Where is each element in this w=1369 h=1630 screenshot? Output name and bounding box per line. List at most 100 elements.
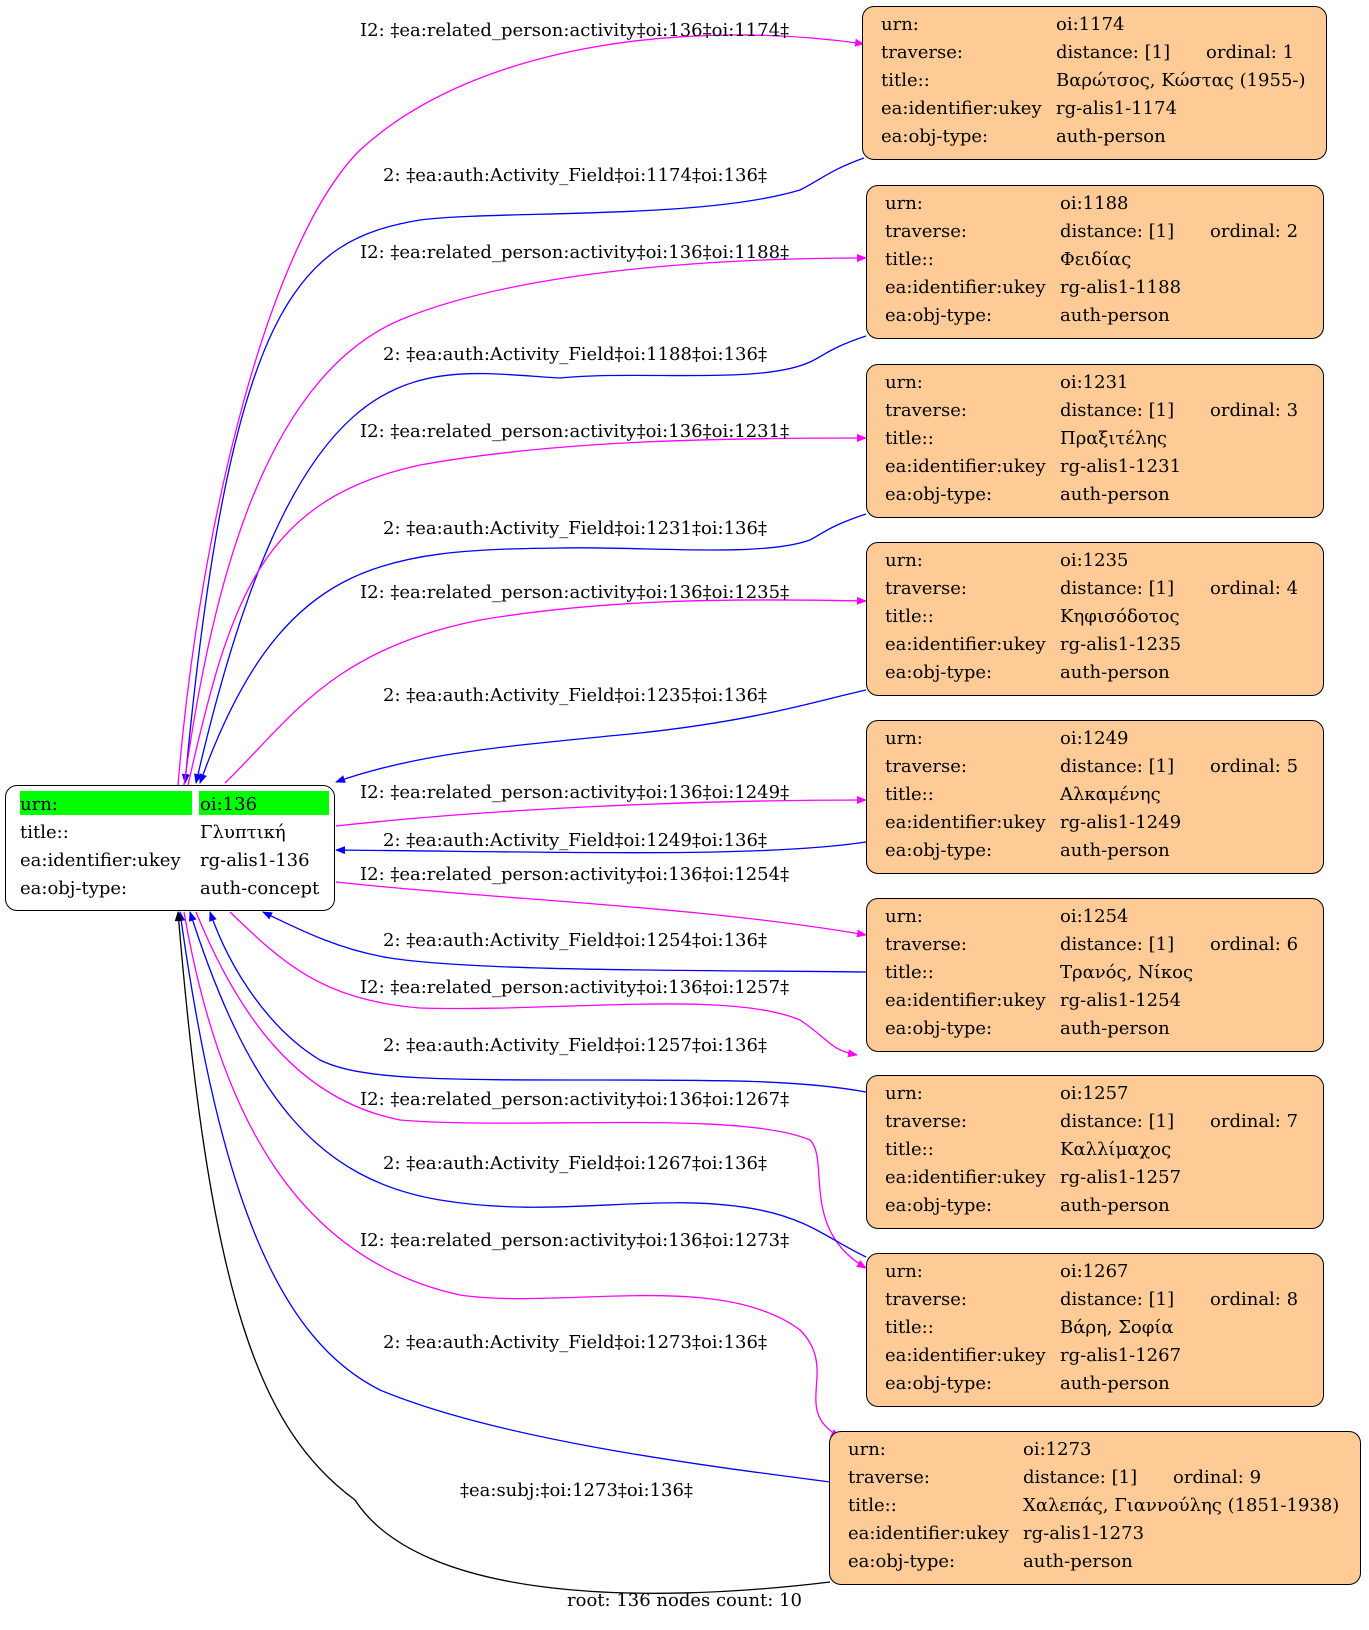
node-type-value: auth-person — [1060, 305, 1170, 326]
node-oi-1254[interactable]: urn:oi:1254 traverse:distance: [1]ordina… — [866, 898, 1324, 1052]
node-title-label: title:: — [881, 70, 930, 91]
root-node[interactable]: urn: oi:136 title:: Γλυπτική ea:identifi… — [5, 785, 335, 911]
node-title-value: Βάρη, Σοφία — [1060, 1317, 1174, 1338]
node-ukey-value: rg-alis1-1273 — [1023, 1523, 1145, 1544]
node-urn-label: urn: — [885, 1083, 923, 1104]
node-title-value: Τρανός, Νίκος — [1060, 962, 1194, 983]
node-type-label: ea:obj-type: — [885, 484, 993, 505]
node-distance: distance: [1] — [1023, 1467, 1138, 1488]
edge-out-1254 — [335, 881, 867, 938]
node-type-value: auth-person — [1060, 1195, 1170, 1216]
node-ukey-label: ea:identifier:ukey — [885, 990, 1046, 1011]
node-urn-value: oi:1273 — [1023, 1439, 1092, 1460]
node-distance: distance: [1] — [1060, 400, 1175, 421]
edge-back-1249 — [335, 841, 867, 855]
node-title-value: Χαλεπάς, Γιαννούλης (1851-1938) — [1023, 1495, 1340, 1516]
node-oi-1231[interactable]: urn:oi:1231 traverse:distance: [1]ordina… — [866, 364, 1324, 518]
node-distance: distance: [1] — [1060, 756, 1175, 777]
node-traverse-label: traverse: — [885, 221, 967, 242]
edge-subj-1273 — [174, 911, 831, 1594]
node-urn-label: urn: — [885, 728, 923, 749]
node-title-value: Πραξιτέλης — [1060, 428, 1167, 449]
node-type-value: auth-person — [1060, 484, 1170, 505]
graph-footer: root: 136 nodes count: 10 — [567, 1590, 802, 1611]
node-type-label: ea:obj-type: — [848, 1551, 956, 1572]
node-urn-value: oi:1254 — [1060, 906, 1129, 927]
node-type-value: auth-person — [1060, 840, 1170, 861]
node-oi-1273[interactable]: urn:oi:1273 traverse:distance: [1]ordina… — [829, 1431, 1361, 1585]
edge-label-back-1257: 2: ‡ea:auth:Activity_Field‡oi:1257‡oi:13… — [383, 1035, 767, 1056]
node-ordinal: ordinal: 2 — [1210, 221, 1299, 242]
node-oi-1267[interactable]: urn:oi:1267 traverse:distance: [1]ordina… — [866, 1253, 1324, 1407]
edge-out-1188 — [183, 254, 867, 786]
node-oi-1257[interactable]: urn:oi:1257 traverse:distance: [1]ordina… — [866, 1075, 1324, 1229]
node-title-value: Φειδίας — [1060, 249, 1132, 270]
node-urn-label: urn: — [885, 906, 923, 927]
node-ukey-value: rg-alis1-1188 — [1060, 277, 1182, 298]
edge-label-back-1188: 2: ‡ea:auth:Activity_Field‡oi:1188‡oi:13… — [383, 344, 767, 365]
edge-label-back-1254: 2: ‡ea:auth:Activity_Field‡oi:1254‡oi:13… — [383, 930, 767, 951]
edge-back-1188 — [194, 335, 867, 784]
node-urn-value: oi:1267 — [1060, 1261, 1129, 1282]
node-ordinal: ordinal: 6 — [1210, 934, 1299, 955]
node-type-value: auth-person — [1060, 1018, 1170, 1039]
node-traverse-label: traverse: — [885, 578, 967, 599]
node-title-label: title:: — [885, 428, 934, 449]
node-title-value: Αλκαμένης — [1060, 784, 1161, 805]
edge-back-1267 — [188, 911, 867, 1258]
node-type-label: ea:obj-type: — [881, 126, 989, 147]
edge-out-1257 — [229, 911, 858, 1058]
node-oi-1188[interactable]: urn:oi:1188 traverse:distance: [1]ordina… — [866, 185, 1324, 339]
edge-out-1235 — [224, 596, 867, 784]
node-ukey-label: ea:identifier:ukey — [848, 1523, 1009, 1544]
node-traverse-label: traverse: — [885, 1111, 967, 1132]
node-ukey-value: rg-alis1-1254 — [1060, 990, 1182, 1011]
edge-label-out-1174: I2: ‡ea:related_person:activity‡oi:136‡o… — [360, 20, 789, 41]
node-urn-value: oi:1257 — [1060, 1083, 1129, 1104]
node-oi-1249[interactable]: urn:oi:1249 traverse:distance: [1]ordina… — [866, 720, 1324, 874]
node-urn-label: urn: — [885, 550, 923, 571]
node-ukey-label: ea:identifier:ukey — [881, 98, 1042, 119]
node-ordinal: ordinal: 3 — [1210, 400, 1299, 421]
node-distance: distance: [1] — [1056, 42, 1171, 63]
node-ukey-label: ea:identifier:ukey — [885, 456, 1046, 477]
edge-back-1174 — [181, 157, 865, 784]
node-title-label: title:: — [885, 1317, 934, 1338]
node-ukey-value: rg-alis1-1231 — [1060, 456, 1182, 477]
edge-label-out-1257: I2: ‡ea:related_person:activity‡oi:136‡o… — [360, 977, 789, 998]
edge-label-out-1231: I2: ‡ea:related_person:activity‡oi:136‡o… — [360, 421, 789, 442]
edge-back-1257 — [209, 911, 867, 1093]
node-type-value: auth-person — [1060, 1373, 1170, 1394]
node-type-label: ea:obj-type: — [885, 1195, 993, 1216]
node-type-label: ea:obj-type: — [885, 662, 993, 683]
node-distance: distance: [1] — [1060, 1289, 1175, 1310]
node-ukey-label: ea:identifier:ukey — [885, 812, 1046, 833]
node-title-label: title:: — [848, 1495, 897, 1516]
edge-back-1254 — [262, 911, 867, 973]
node-traverse-label: traverse: — [885, 400, 967, 421]
node-title-label: title:: — [885, 962, 934, 983]
edge-out-1174 — [177, 34, 865, 786]
node-oi-1235[interactable]: urn:oi:1235 traverse:distance: [1]ordina… — [866, 542, 1324, 696]
node-urn-label: urn: — [881, 14, 919, 35]
root-urn-label: urn: — [20, 794, 58, 815]
edge-label-back-1267: 2: ‡ea:auth:Activity_Field‡oi:1267‡oi:13… — [383, 1153, 767, 1174]
node-urn-label: urn: — [885, 193, 923, 214]
node-traverse-label: traverse: — [885, 934, 967, 955]
edge-out-1249 — [335, 796, 867, 827]
node-urn-label: urn: — [885, 1261, 923, 1282]
node-ukey-label: ea:identifier:ukey — [885, 1167, 1046, 1188]
edge-label-out-1235: I2: ‡ea:related_person:activity‡oi:136‡o… — [360, 582, 789, 603]
node-distance: distance: [1] — [1060, 221, 1175, 242]
edge-label-out-1273: I2: ‡ea:related_person:activity‡oi:136‡o… — [360, 1230, 789, 1251]
node-ordinal: ordinal: 5 — [1210, 756, 1299, 777]
node-urn-value: oi:1249 — [1060, 728, 1129, 749]
edge-label-out-1267: I2: ‡ea:related_person:activity‡oi:136‡o… — [360, 1089, 789, 1110]
root-type-label: ea:obj-type: — [20, 878, 128, 899]
root-ukey-row: ea:identifier:ukey rg-alis1-136 — [20, 847, 322, 875]
edge-label-back-1249: 2: ‡ea:auth:Activity_Field‡oi:1249‡oi:13… — [383, 830, 767, 851]
node-oi-1174[interactable]: urn:oi:1174 traverse:distance: [1]ordina… — [862, 6, 1327, 160]
node-type-value: auth-person — [1060, 662, 1170, 683]
node-ordinal: ordinal: 8 — [1210, 1289, 1299, 1310]
